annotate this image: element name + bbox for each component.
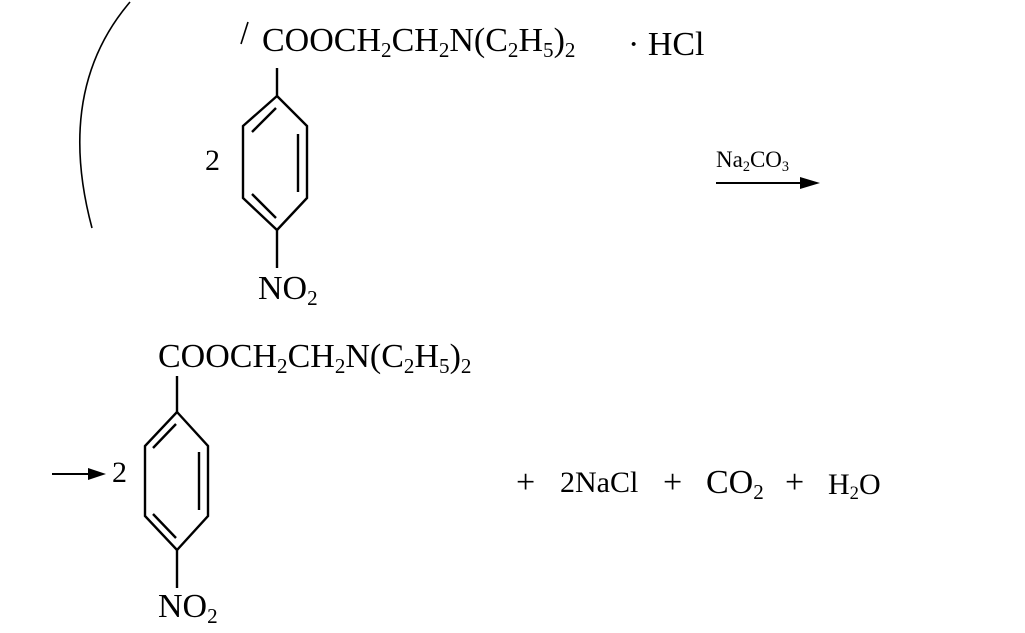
left-curve-mark — [79, 1, 131, 229]
product-ester-group: COOCH2CH2N(C2H5)2 — [158, 338, 472, 378]
carbon-dioxide: CO2 — [706, 464, 764, 504]
top-tick-mark — [240, 21, 249, 45]
reactant-nitro-group: NO2 — [258, 270, 318, 310]
product-coefficient: 2 — [112, 456, 127, 489]
plus-sign-3: + — [785, 464, 805, 501]
plus-sign-2: + — [663, 464, 683, 501]
reactant-ester-group: COOCH2CH2N(C2H5)2 — [262, 22, 576, 62]
plus-sign-1: + — [516, 464, 536, 501]
sodium-chloride: 2NaCl — [560, 466, 639, 499]
reagent-label: Na2CO3 — [716, 147, 790, 175]
reactant-benzene-ring — [241, 68, 309, 268]
reactant-coefficient: 2 — [205, 144, 220, 177]
water: H2O — [828, 468, 881, 505]
reactant-salt: · HCl — [628, 26, 705, 63]
reaction-arrow — [716, 177, 820, 189]
ester-text: COOCH — [262, 22, 382, 59]
product-nitro-group: NO2 — [158, 588, 218, 628]
product-benzene-ring — [143, 376, 210, 588]
product-lead-arrow — [52, 468, 106, 480]
